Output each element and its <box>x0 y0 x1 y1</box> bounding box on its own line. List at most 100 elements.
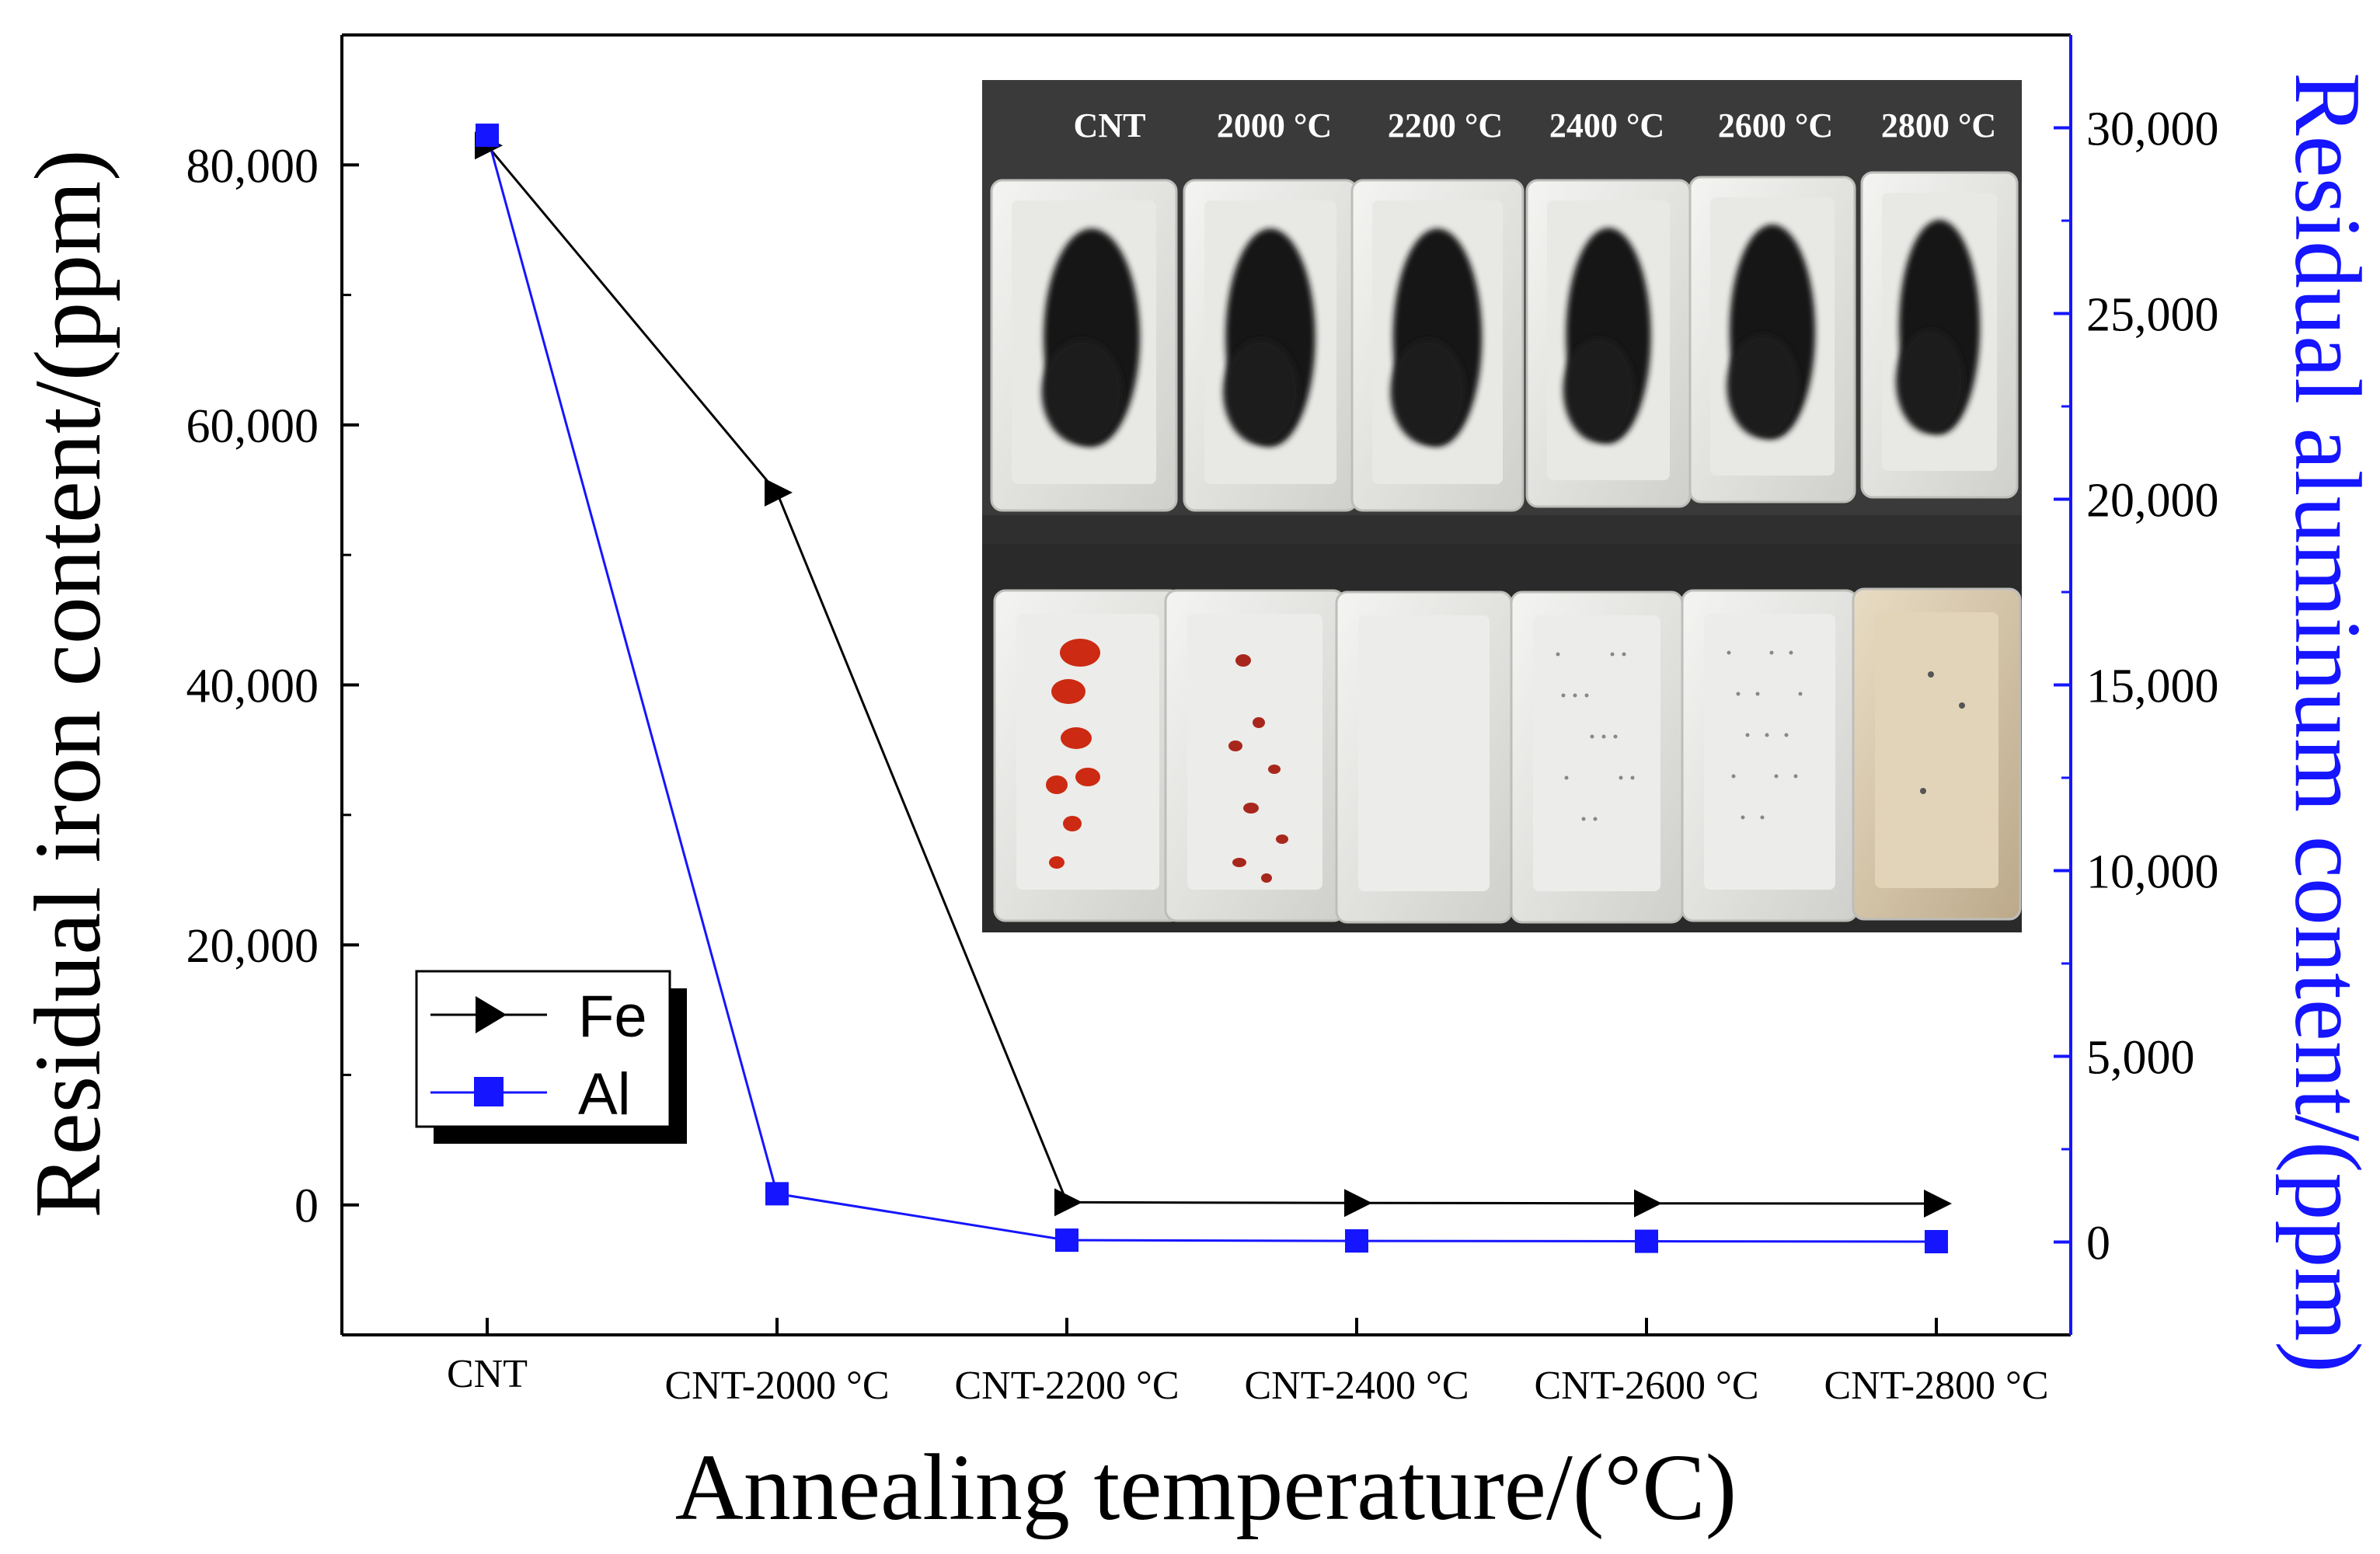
iron-residue <box>1063 816 1082 831</box>
boat-bottom-well <box>1704 614 1835 890</box>
iron-residue <box>1276 834 1288 844</box>
legend-box <box>415 970 671 1128</box>
right-tick-label: 15,000 <box>2086 660 2219 713</box>
trace-residue <box>1584 693 1589 698</box>
trace-residue <box>1619 775 1623 780</box>
iron-residue <box>1049 856 1065 869</box>
trace-residue <box>1556 652 1560 657</box>
inset-label-2200-c: 2200 °C <box>1388 106 1503 145</box>
right-tick-label: 0 <box>2086 1218 2110 1270</box>
legend-al-marker <box>474 1077 504 1106</box>
trace-residue <box>1593 817 1598 821</box>
x-tick-label-cnt-2600-c: CNT-2600 °C <box>1534 1364 1758 1408</box>
boat-bottom-well <box>1358 615 1490 891</box>
iron-residue <box>1051 679 1085 704</box>
trace-residue <box>1745 733 1750 737</box>
boat-bottom-5 <box>1852 587 2022 921</box>
iron-residue <box>1232 858 1246 867</box>
left-tick-label: 20,000 <box>186 920 319 973</box>
trace-residue <box>1774 774 1779 779</box>
iron-residue <box>1268 765 1281 774</box>
x-tick-label-cnt-2400-c: CNT-2400 °C <box>1244 1364 1469 1408</box>
inset-label-2600-c: 2600 °C <box>1718 106 1833 145</box>
point-al-cnt-2000-c <box>765 1182 789 1206</box>
inset-photo: CNT 2000 °C 2200 °C 2400 °C 2600 °C 2800 °C <box>982 80 2022 932</box>
right-tick-label: 30,000 <box>2086 103 2219 156</box>
boat-top-0 <box>990 179 1178 512</box>
right-tick-label: 10,000 <box>2086 846 2219 899</box>
cnt-powder-lower <box>1727 334 1800 438</box>
x-tick-label-cnt: CNT <box>447 1352 528 1396</box>
point-al-cnt-2800-c <box>1925 1230 1948 1254</box>
boat-top-2 <box>1350 179 1525 512</box>
trace-residue <box>1561 693 1566 698</box>
trace-residue <box>1613 734 1618 739</box>
point-al-cnt-2600-c <box>1635 1229 1658 1253</box>
trace-residue <box>1564 775 1569 780</box>
legend-fe-marker <box>476 996 507 1033</box>
trace-residue <box>1765 733 1769 737</box>
trace-residue <box>1920 788 1926 794</box>
trace-residue <box>1630 775 1635 780</box>
x-axis-title: Annealing temperature/(°C) <box>675 1435 1737 1540</box>
trace-residue <box>1769 650 1774 655</box>
iron-residue <box>1235 654 1251 667</box>
right-axis-title: Residual aluminum content/(ppm) <box>2275 72 2380 1373</box>
x-tick-label-cnt-2200-c: CNT-2200 °C <box>954 1364 1179 1408</box>
cnt-powder-lower <box>1041 339 1124 445</box>
legend-label-al: Al <box>578 1061 631 1127</box>
cnt-powder-lower <box>1390 339 1466 445</box>
boat-bottom-well <box>1875 612 1998 888</box>
trace-residue <box>1959 702 1965 709</box>
inset-label-2800-c: 2800 °C <box>1881 106 1996 145</box>
boat-bottom-3 <box>1510 591 1684 924</box>
inset-label-2400-c: 2400 °C <box>1549 106 1664 145</box>
boat-bottom-well <box>1187 614 1322 890</box>
boat-bottom-2 <box>1335 591 1513 924</box>
trace-residue <box>1573 693 1577 698</box>
iron-residue <box>1075 768 1100 786</box>
trace-residue <box>1789 650 1793 655</box>
trace-residue <box>1727 650 1731 655</box>
boat-top-1 <box>1183 179 1358 512</box>
trace-residue <box>1755 692 1760 696</box>
inset-label-2000-c: 2000 °C <box>1217 106 1332 145</box>
x-tick-label-cnt-2000-c: CNT-2000 °C <box>664 1364 889 1408</box>
inset-label-cnt: CNT <box>1074 106 1146 145</box>
x-tick-label-cnt-2800-c: CNT-2800 °C <box>1824 1364 2048 1408</box>
trace-residue <box>1581 817 1586 821</box>
legend-entry-al: Al <box>430 1061 631 1127</box>
boat-bottom-well <box>1533 615 1660 891</box>
cnt-powder-lower <box>1223 339 1299 445</box>
left-tick-label: 60,000 <box>186 400 319 453</box>
trace-residue <box>1784 733 1789 737</box>
boat-top-4 <box>1688 176 1856 503</box>
right-tick-label: 20,000 <box>2086 475 2219 528</box>
trace-residue <box>1731 774 1736 779</box>
iron-residue <box>1243 803 1259 814</box>
left-tick-label: 0 <box>294 1180 319 1233</box>
left-axis-title: Residual iron content/(ppm) <box>16 149 120 1218</box>
right-tick-label: 25,000 <box>2086 289 2219 342</box>
legend-label-fe: Fe <box>578 984 647 1050</box>
iron-residue <box>1253 717 1265 728</box>
boat-bottom-1 <box>1164 589 1346 922</box>
trace-residue <box>1760 815 1765 820</box>
series-line-fe <box>486 145 1937 1205</box>
point-fe-cnt-2600-c <box>1634 1189 1662 1218</box>
point-fe-cnt-2800-c <box>1924 1190 1952 1218</box>
trace-residue <box>1928 671 1934 678</box>
boat-bottom-4 <box>1681 589 1859 922</box>
iron-residue <box>1060 639 1100 667</box>
boat-bottom-well <box>1016 614 1159 890</box>
point-fe-cnt-2200-c <box>1054 1188 1082 1217</box>
iron-residue <box>1228 740 1242 751</box>
iron-residue <box>1046 775 1068 794</box>
trace-residue <box>1798 692 1803 696</box>
point-fe-cnt-2400-c <box>1344 1189 1372 1218</box>
trace-residue <box>1622 652 1626 657</box>
left-tick-label: 80,000 <box>186 140 319 193</box>
point-al-cnt-2200-c <box>1055 1228 1078 1253</box>
